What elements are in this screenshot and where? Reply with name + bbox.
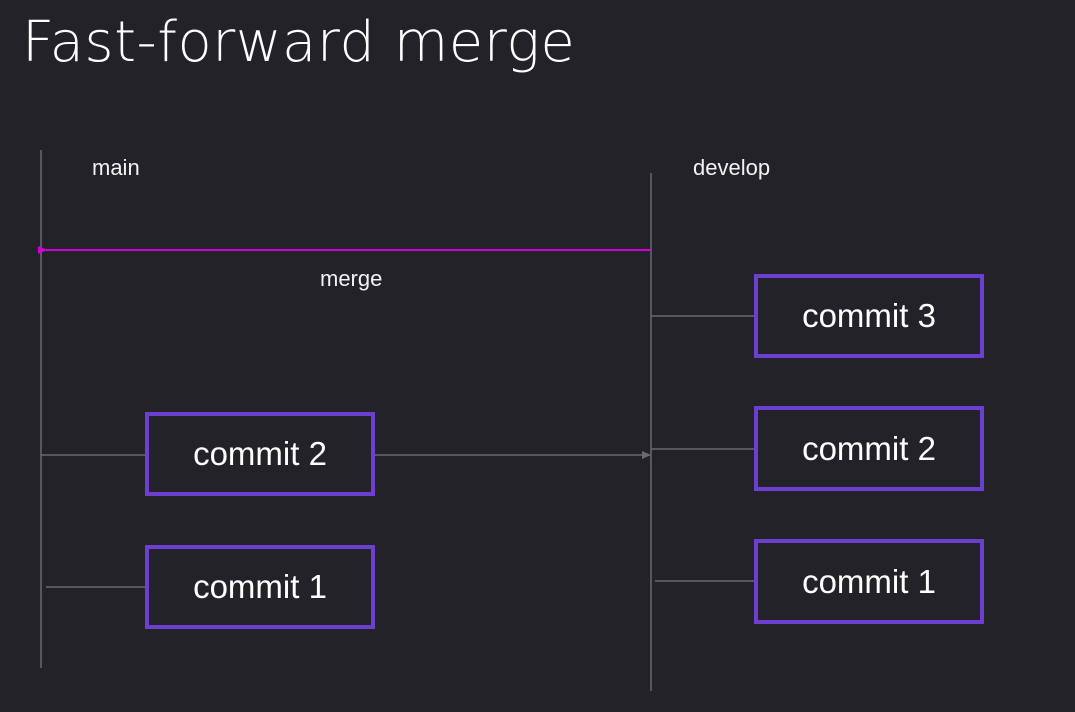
main-commit-2-box: commit 2 [145,412,375,496]
develop-branch-label: develop [693,155,771,180]
slide-title: Fast-forward merge [22,10,576,75]
develop-commit-1-box: commit 1 [754,539,984,624]
main-branch-label: main [92,155,140,180]
merge-label: merge [320,266,383,291]
main-commit-1-box: commit 1 [145,545,375,629]
develop-commit-2-box: commit 2 [754,406,984,491]
develop-commit-3-box: commit 3 [754,274,984,358]
